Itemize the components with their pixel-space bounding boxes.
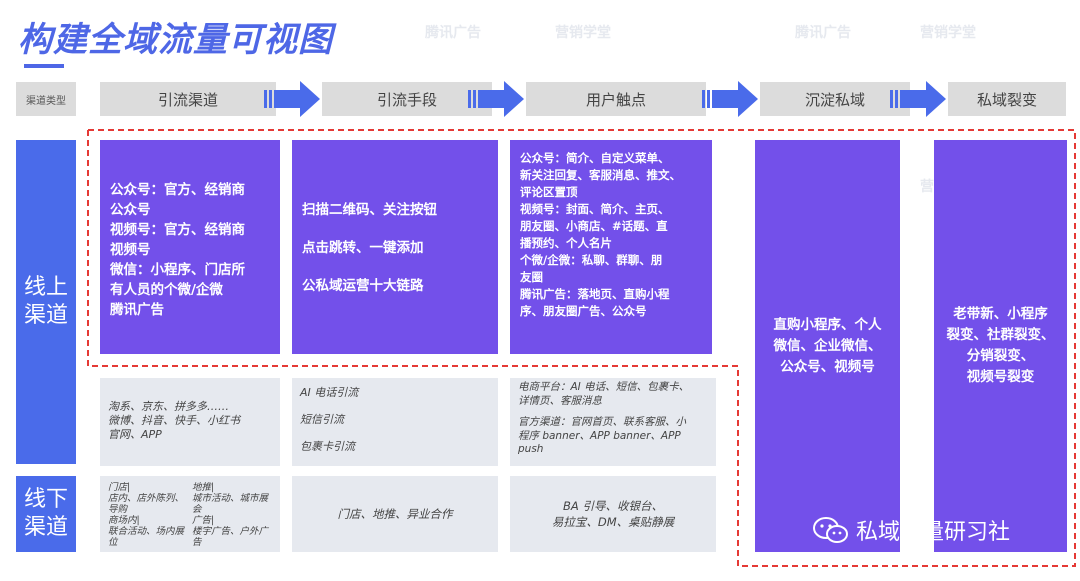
box-line: 序、朋友圈广告、公众号 (520, 304, 647, 318)
box-line: 视频号裂变 (966, 369, 1035, 385)
box-line: 包裹卡引流 (300, 440, 355, 453)
box-line: 短信引流 (300, 413, 344, 426)
box-line: 扫描二维码、关注按钮 (302, 202, 437, 218)
box-line: 个微/企微：私聊、群聊、朋 (520, 253, 663, 267)
box-line: 淘系、京东、拼多多…… (108, 400, 229, 413)
side-label-line: 线下 (23, 487, 68, 512)
watermark-tencent-ads: 腾讯广告 (795, 25, 851, 41)
box-line: 电商平台：AI 电话、短信、包裹卡、 (518, 381, 690, 393)
badge-label: 私域流量研习社 (856, 520, 1011, 545)
wechat-account-badge: 私域流量研习社 (812, 512, 1010, 548)
box-line: BA 引导、收银台、 (563, 499, 663, 513)
box-line: 官方渠道：官网首页、联系客服、小 (518, 416, 686, 428)
box-line: 楼宇广告、户外广 (192, 526, 269, 537)
box-line: 门店、地推、异业合作 (337, 507, 453, 521)
box-line: 点击跳转、一键添加 (302, 240, 424, 256)
box-line: 腾讯广告：落地页、直购小程 (520, 287, 670, 301)
box-line: 告 (192, 537, 202, 548)
stage-label: 引流手段 (376, 90, 437, 109)
box-line: 广告| (192, 515, 215, 526)
box-line: 程序 banner、APP banner、APP (518, 429, 681, 442)
box-line: 微信：小程序、门店所 (110, 262, 245, 278)
offline-channels-right: 地推| 城市活动、城市展 会 广告| 楼宇广告、户外广 告 (192, 482, 274, 552)
box-line: 公私域运营十大链路 (302, 278, 424, 294)
box-line: AI 电话引流 (300, 386, 359, 399)
watermark-marketing-school: 营销学堂 (920, 25, 976, 41)
box-line: 店内、店外陈列、 (108, 493, 185, 504)
wechat-icon (813, 517, 848, 543)
stage-arrow-icon (890, 81, 946, 117)
side-label-line: 线上 (23, 275, 68, 300)
box-line: 导购 (108, 504, 128, 515)
stage-arrow-icon (702, 81, 758, 117)
box-line: 公众号、视频号 (780, 358, 875, 375)
box-line: 视频号：官方、经销商 (110, 222, 245, 238)
title-underline (24, 64, 64, 68)
stage-arrow-icon (468, 81, 524, 117)
private-domain-box: 直购小程序、个人 微信、企业微信、 公众号、视频号 (755, 140, 900, 552)
box-line: 有人员的个微/企微 (110, 282, 223, 298)
online-channels-label: 线上渠道 (16, 140, 76, 464)
box-line: 分销裂变、 (966, 348, 1035, 364)
ecommerce-channels-box: 淘系、京东、拼多多…… 微博、抖音、快手、小红书 官网、APP (100, 378, 280, 466)
stage-private-domain: 沉淀私域 (760, 82, 910, 116)
stage-label: 用户触点 (585, 90, 646, 109)
online-touchpoints-box: 公众号：简介、自定义菜单、 新关注回复、客服消息、推文、 评论区置顶 视频号：封… (510, 140, 712, 354)
box-line: 联合活动、场内展 (108, 526, 185, 537)
page-title: 构建全域流量可视图 (18, 20, 333, 60)
offline-channels-label: 线下渠道 (16, 476, 76, 552)
box-line: 老带新、小程序 (953, 306, 1048, 322)
box-line: 位 (108, 537, 118, 548)
box-line: 微信、企业微信、 (773, 337, 882, 354)
box-line: 朋友圈、小商店、#话题、直 (520, 219, 668, 233)
box-line: 裂变、社群裂变、 (946, 327, 1055, 343)
online-methods-box: 扫描二维码、关注按钮 点击跳转、一键添加 公私域运营十大链路 (292, 140, 498, 354)
stage-label: 引流渠道 (157, 90, 218, 109)
ecommerce-touchpoints-box: 电商平台：AI 电话、短信、包裹卡、 详情页、客服消息 官方渠道：官网首页、联系… (510, 378, 716, 466)
box-line: 易拉宝、DM、桌贴静展 (551, 515, 675, 529)
channel-type-label: 渠道类型 (16, 82, 76, 116)
box-line: 详情页、客服消息 (518, 394, 602, 407)
watermark-marketing-school: 营销学堂 (555, 25, 611, 41)
box-line: 门店| (108, 482, 131, 493)
box-line: 商场内| (108, 515, 140, 526)
side-label-line: 渠道 (23, 303, 68, 328)
private-fission-box: 老带新、小程序 裂变、社群裂变、 分销裂变、 视频号裂变 (934, 140, 1067, 552)
stage-label: 私域裂变 (976, 90, 1037, 109)
box-line: 公众号 (110, 202, 151, 218)
box-line: 视频号：封面、简介、主页、 (520, 202, 670, 216)
box-line: 城市活动、城市展 (192, 493, 269, 504)
box-line: 直购小程序、个人 (773, 316, 882, 333)
ecommerce-methods-box: AI 电话引流 短信引流 包裹卡引流 (292, 378, 498, 466)
box-line: 视频号 (110, 242, 151, 258)
box-line: 评论区置顶 (520, 185, 578, 199)
stage-traffic-channels: 引流渠道 (100, 82, 276, 116)
box-line: 新关注回复、客服消息、推文、 (520, 168, 681, 182)
stage-traffic-methods: 引流手段 (322, 82, 492, 116)
box-line: 会 (192, 504, 202, 515)
box-line: push (518, 443, 544, 455)
offline-channels-left: 门店| 店内、店外陈列、 导购 商场内| 联合活动、场内展 位 (108, 482, 186, 552)
box-line: 公众号：简介、自定义菜单、 (520, 151, 670, 165)
box-line: 播预约、个人名片 (520, 236, 612, 250)
box-line: 微博、抖音、快手、小红书 (108, 414, 240, 427)
box-line: 官网、APP (108, 428, 162, 441)
watermark-tencent-ads: 腾讯广告 (425, 25, 481, 41)
offline-touchpoints-box: BA 引导、收银台、 易拉宝、DM、桌贴静展 (510, 476, 716, 552)
offline-methods-box: 门店、地推、异业合作 (292, 476, 498, 552)
online-channels-box: 公众号：官方、经销商 公众号 视频号：官方、经销商 视频号 微信：小程序、门店所… (100, 140, 280, 354)
offline-channels-box: 门店| 店内、店外陈列、 导购 商场内| 联合活动、场内展 位 地推| 城市活动… (100, 476, 280, 552)
box-line: 地推| (192, 482, 215, 493)
stage-arrow-icon (264, 81, 320, 117)
side-label-line: 渠道 (23, 515, 68, 540)
stage-user-touchpoints: 用户触点 (526, 82, 706, 116)
box-line: 友圈 (520, 270, 543, 284)
box-line: 腾讯广告 (110, 302, 164, 318)
stage-private-fission: 私域裂变 (948, 82, 1066, 116)
stage-label: 沉淀私域 (804, 90, 865, 109)
box-line: 公众号：官方、经销商 (110, 182, 245, 198)
